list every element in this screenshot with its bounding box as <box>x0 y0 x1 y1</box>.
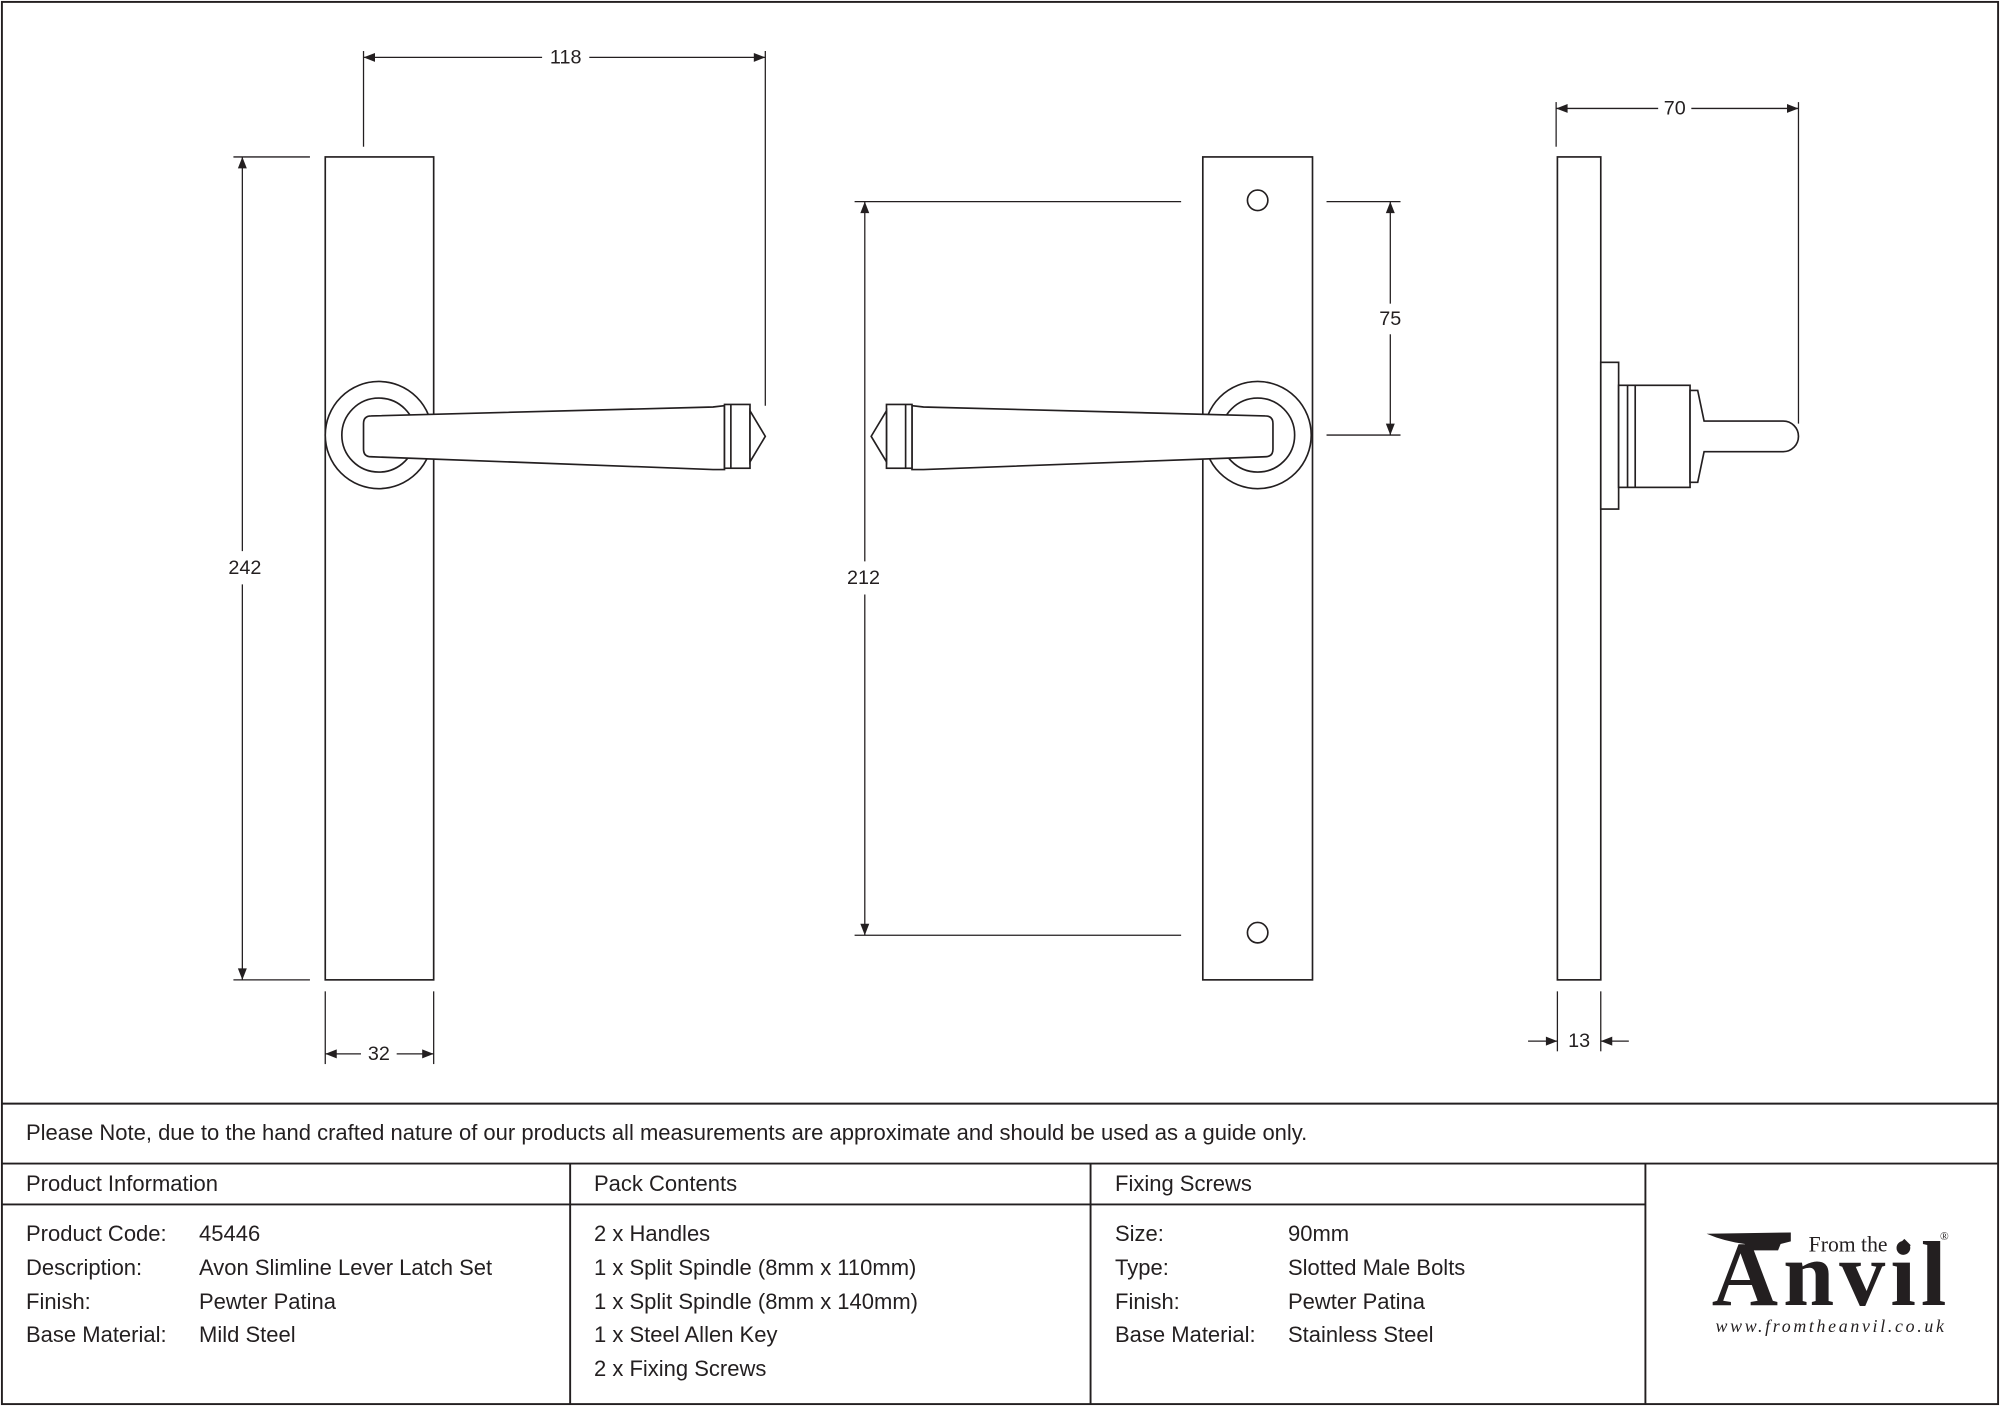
screw-size-row: Size: 90mm <box>1115 1217 1349 1251</box>
screw-material-value: Stainless Steel <box>1288 1322 1434 1348</box>
logo-url: www.fromtheanvil.co.uk <box>1716 1316 1945 1336</box>
diamond-icon <box>1897 1238 1911 1252</box>
from-the-anvil-logo: From the ® Anvil www.fromtheanvil.co.uk <box>1706 1223 1949 1336</box>
side-view: 70 13 <box>1528 97 1800 1052</box>
screw-type-value: Slotted Male Bolts <box>1288 1254 1466 1280</box>
lever-tip <box>870 407 888 465</box>
dimension-label: 118 <box>550 46 582 68</box>
screw-hole <box>1246 921 1269 944</box>
product-code-label: Product Code: <box>26 1221 167 1246</box>
side-view-rose <box>1599 361 1620 510</box>
dimension-70: 70 <box>1555 97 1800 424</box>
list-item: 1 x Split Spindle (8mm x 140mm) <box>594 1288 918 1314</box>
dimension-label: 242 <box>228 557 261 579</box>
dimension-label: 13 <box>1568 1030 1590 1052</box>
logo-registered-mark: ® <box>1940 1231 1949 1243</box>
dimension-13: 13 <box>1528 991 1629 1052</box>
front-view-lever <box>362 403 767 471</box>
arrowhead <box>753 52 766 62</box>
dimension-75: 75 <box>1326 200 1401 436</box>
dimension-label: 32 <box>368 1043 390 1065</box>
description-row: Description: Avon Slimline Lever Latch S… <box>26 1251 492 1285</box>
arrowhead <box>422 1049 434 1059</box>
disclaimer-note: Please Note, due to the hand crafted nat… <box>26 1120 1308 1145</box>
front-view-backplate <box>324 156 435 981</box>
lever-tip <box>749 407 767 465</box>
screw-finish-label: Finish: <box>1115 1288 1180 1314</box>
logo-from-the-text: From the <box>1809 1233 1888 1257</box>
back-view-backplate <box>1201 156 1314 981</box>
list-item: 2 x Fixing Screws <box>594 1356 767 1382</box>
side-view-hub <box>1617 384 1691 489</box>
lever-arm <box>362 404 726 471</box>
dimension-212: 212 <box>847 200 1182 936</box>
product-code-value: 45446 <box>199 1221 261 1246</box>
arrowhead <box>860 923 870 936</box>
arrowhead <box>1385 201 1395 214</box>
side-view-lever <box>1689 389 1800 484</box>
screw-size-value: 90mm <box>1288 1221 1350 1246</box>
screw-material-row: Base Material: Stainless Steel <box>1115 1318 1434 1352</box>
fixing-screws-list: Size: 90mm Type: Slotted Male Bolts Fini… <box>1115 1217 1465 1352</box>
finish-row: Finish: Pewter Patina <box>26 1285 336 1319</box>
lever-arm <box>911 404 1274 471</box>
arrowhead <box>237 968 247 980</box>
finish-label: Finish: <box>26 1288 91 1314</box>
side-view-backplate <box>1556 156 1602 981</box>
screw-size-label: Size: <box>1115 1221 1164 1246</box>
lever-collar <box>885 403 913 470</box>
arrowhead <box>1786 103 1799 113</box>
finish-value: Pewter Patina <box>199 1288 336 1314</box>
pack-contents-list: 2 x Handles 1 x Split Spindle (8mm x 110… <box>594 1217 918 1386</box>
dimension-label: 212 <box>847 567 880 589</box>
arrowhead <box>1600 1036 1613 1046</box>
product-information-list: Product Code: 45446 Description: Avon Sl… <box>26 1217 492 1352</box>
list-item: 1 x Steel Allen Key <box>594 1322 778 1348</box>
dimension-118: 118 <box>362 46 766 406</box>
screw-material-label: Base Material: <box>1115 1322 1256 1348</box>
dimension-32: 32 <box>324 991 435 1065</box>
back-view-lever <box>870 403 1274 471</box>
base-material-row: Base Material: Mild Steel <box>26 1318 296 1352</box>
arrowhead <box>860 201 870 214</box>
list-item: 2 x Handles <box>594 1221 711 1246</box>
screw-type-label: Type: <box>1115 1254 1169 1280</box>
base-material-value: Mild Steel <box>199 1322 296 1348</box>
arrowhead <box>1556 103 1568 113</box>
dimension-242: 242 <box>228 156 310 981</box>
fixing-screws-heading: Fixing Screws <box>1115 1171 1252 1196</box>
arrowhead <box>363 52 375 62</box>
product-information-heading: Product Information <box>26 1171 218 1196</box>
anvil-icon <box>1706 1232 1791 1251</box>
screw-hole <box>1246 189 1269 212</box>
screw-type-row: Type: Slotted Male Bolts <box>1115 1251 1465 1285</box>
pack-contents-heading: Pack Contents <box>594 1171 738 1196</box>
product-code-row: Product Code: 45446 <box>26 1217 260 1251</box>
arrowhead <box>1545 1036 1558 1046</box>
arrowhead <box>1385 423 1395 436</box>
arrowhead <box>325 1049 337 1059</box>
screw-finish-value: Pewter Patina <box>1288 1288 1425 1314</box>
arrowhead <box>237 156 247 169</box>
description-value: Avon Slimline Lever Latch Set <box>199 1254 493 1280</box>
dimension-label: 70 <box>1664 97 1686 119</box>
lever-collar <box>723 403 751 470</box>
front-view: 118 242 32 <box>228 46 767 1065</box>
screw-finish-row: Finish: Pewter Patina <box>1115 1285 1425 1319</box>
dimension-label: 75 <box>1379 308 1401 330</box>
list-item: 1 x Split Spindle (8mm x 110mm) <box>594 1254 917 1280</box>
description-label: Description: <box>26 1254 143 1280</box>
back-view: 212 75 <box>847 156 1401 981</box>
base-material-label: Base Material: <box>26 1322 167 1348</box>
